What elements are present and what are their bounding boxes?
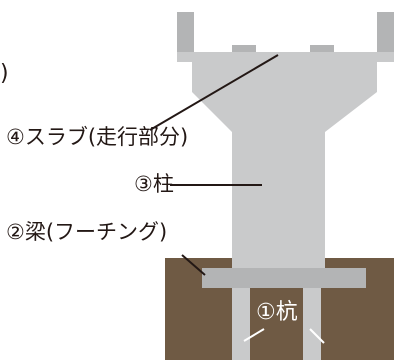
- beam-leader-line: [181, 254, 206, 276]
- column-label: ③柱: [134, 172, 174, 196]
- pile-left: [232, 288, 250, 360]
- slab-and-column: [177, 52, 394, 268]
- slab-right-wall: [377, 12, 394, 62]
- slab-rail-right: [310, 45, 334, 53]
- slab-rail-left: [232, 45, 256, 53]
- slab-leader-line: [149, 54, 279, 131]
- clipped-label-paren: ): [0, 61, 9, 86]
- footing-beam: [202, 268, 366, 288]
- pile-leader-left: [243, 328, 265, 342]
- pile-label: ①杭: [256, 300, 298, 325]
- slab-label: ④スラブ(走行部分): [6, 125, 189, 149]
- pile-right: [303, 288, 321, 360]
- pile-leader-right: [309, 328, 325, 344]
- beam-label: ②梁(フーチング): [6, 220, 168, 244]
- slab-left-wall: [177, 12, 194, 62]
